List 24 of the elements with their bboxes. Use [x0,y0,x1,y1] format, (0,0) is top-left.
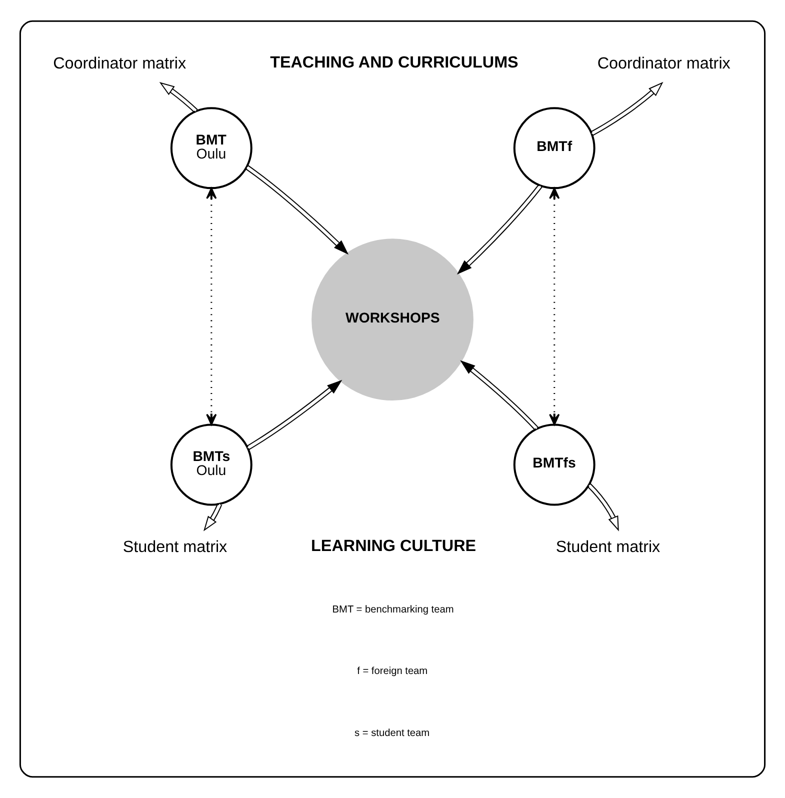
cluster [19,20,766,778]
node-circle: BMTfs [513,424,596,506]
arrow [456,184,542,274]
label: s = student team [354,728,430,739]
node-text: Coordinator matrix [597,54,730,72]
arrow [206,188,217,426]
arrow [590,82,664,136]
arrow [246,380,342,450]
label: BMT = benchmarking team [332,604,454,616]
arrow [549,188,560,426]
arrow [587,483,619,532]
node-circle: BMT Oulu [170,107,252,190]
arrow [159,82,198,113]
node-text: Student matrix [556,538,660,556]
node-circle: BMTf [513,107,596,190]
node-circle: BMTs Oulu [170,424,252,506]
arrow [460,360,539,431]
arrow [246,165,349,255]
label: LEARNING CULTURE [311,537,476,556]
node-text: Coordinator matrix [53,54,186,72]
label: f = foreign team [357,666,428,678]
arrow [203,503,222,532]
label: TEACHING AND CURRICULUMS [270,53,518,72]
node-text: Student matrix [122,538,228,556]
